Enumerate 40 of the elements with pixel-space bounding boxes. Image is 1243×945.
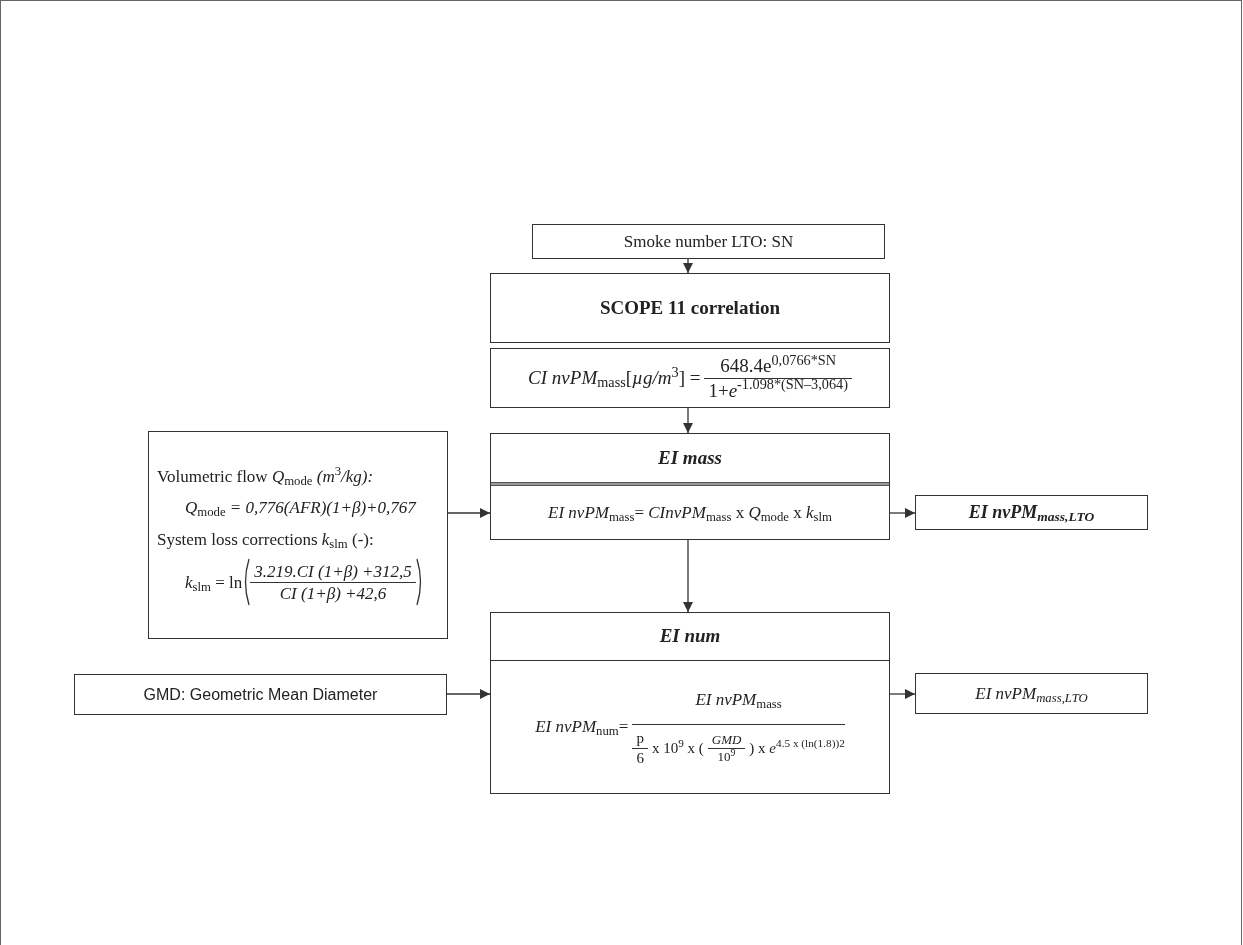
formula-denominator: CI (1+β) +42,6 — [278, 582, 388, 604]
formula-text: k$_{slm}$ = ln — [185, 571, 243, 595]
process-box — [490, 348, 890, 408]
process-box — [490, 433, 890, 540]
arrow — [683, 258, 693, 274]
output-label: EI nvPM$_{mass,LTO}$ — [968, 501, 1095, 526]
formula-numerator: 648.4e$^{0,0766*SN}$ — [719, 353, 837, 378]
arrow — [683, 539, 693, 613]
formula-denominator: 10$^{9}$ — [716, 748, 737, 765]
formula-text: Volumetric flow Q$_{mode}$ (m$^{3}$/kg): — [157, 463, 374, 490]
formula-text: EI nvPM$_{mass}$= CInvPM$_{mass}$ x Q$_{mode}$ x k$_{slm}$ — [548, 501, 832, 526]
formula-denominator: 6 — [635, 748, 645, 768]
step-title: SCOPE 11 correlation — [599, 295, 781, 320]
arrow — [889, 508, 916, 518]
process-box — [532, 224, 885, 259]
process-box — [915, 495, 1148, 530]
formula-text: EI nvPM$_{num}$= — [535, 716, 629, 740]
input-label: GMD: Geometric Mean Diameter — [143, 684, 378, 705]
formula-denominator: 1+e$^{-1.098*(SN–3,064)}$ — [707, 378, 849, 403]
process-box — [490, 612, 890, 794]
process-box — [74, 674, 447, 715]
output-label: EI nvPM$_{mass,LTO}$ — [975, 682, 1088, 707]
formula-numerator: p — [635, 729, 645, 748]
input-label: Smoke number LTO: SN — [623, 230, 794, 253]
formula-text: x 10$^{9}$ x ( — [651, 737, 704, 758]
arrow — [683, 407, 693, 434]
process-box — [490, 273, 890, 343]
formula-text: CI nvPM$_{mass}$[µg/m$^{3}$] = — [528, 363, 701, 393]
arrow — [447, 508, 491, 518]
step-title: EI mass — [658, 445, 722, 470]
process-box — [148, 431, 448, 639]
formula-text: Q$_{mode}$ = 0,776(AFR)(1+β)+0,767 — [184, 497, 416, 521]
formula-numerator: GMD — [710, 731, 743, 748]
formula-numerator: 3.219.CI (1+β) +312,5 — [253, 560, 413, 582]
formula-numerator: EI nvPM$_{mass}$ — [695, 688, 782, 713]
step-title: EI num — [659, 624, 721, 649]
arrow — [889, 689, 916, 699]
process-box — [915, 673, 1148, 714]
arrow — [446, 689, 491, 699]
formula-text: System loss corrections k$_{slm}$ (-): — [157, 528, 374, 553]
